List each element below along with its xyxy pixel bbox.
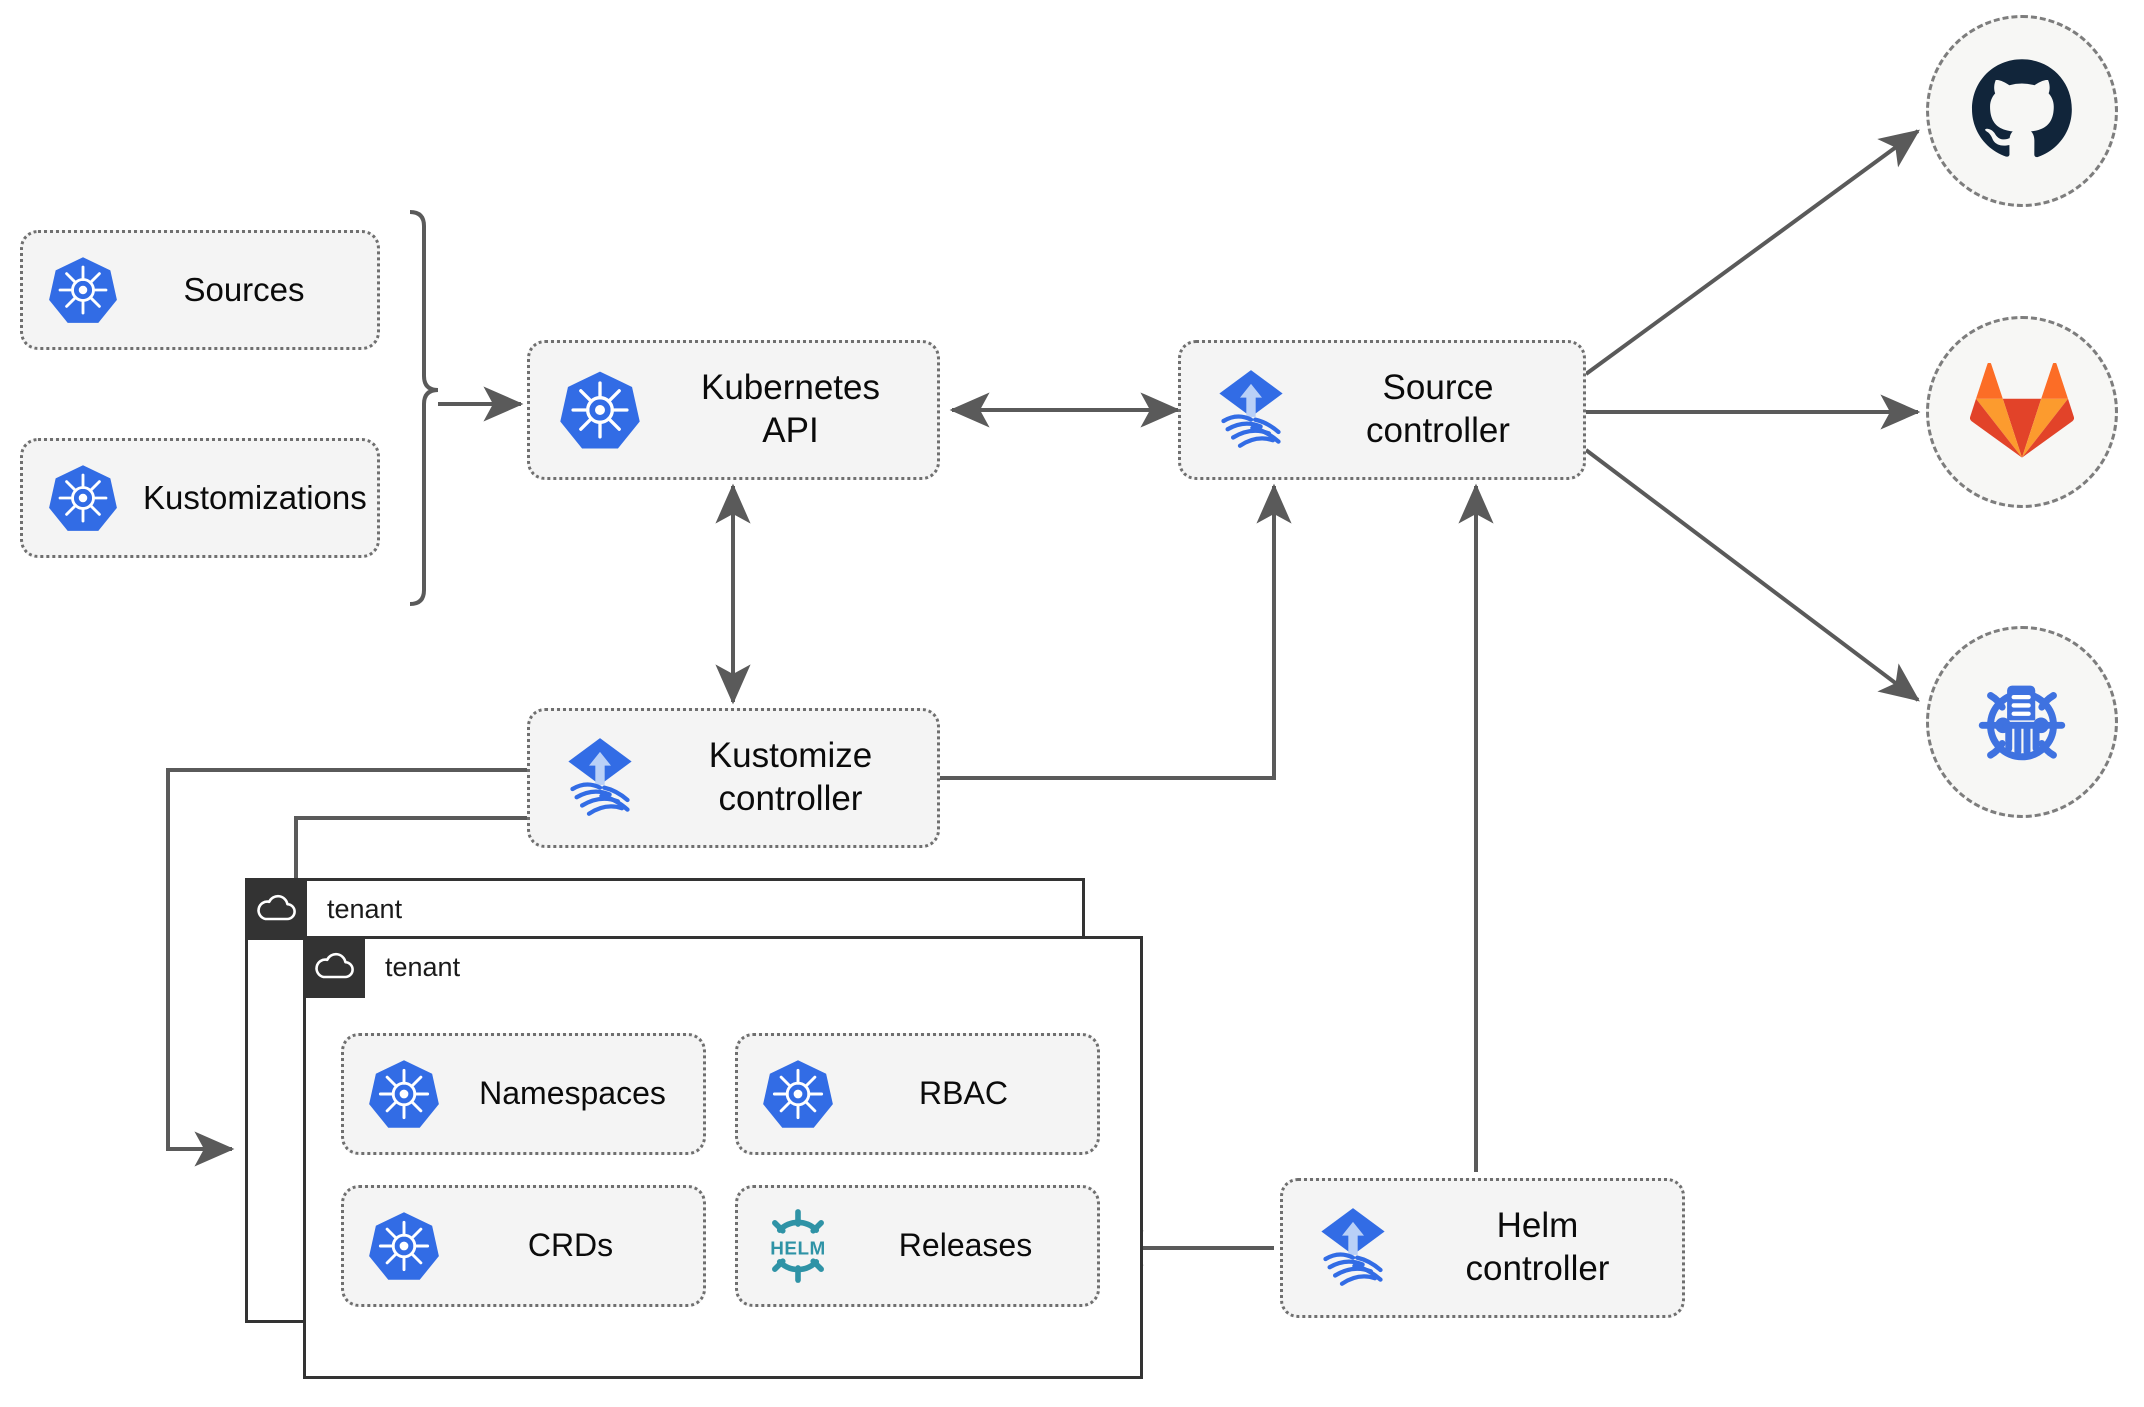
node-crds[interactable]: CRDs — [341, 1185, 706, 1307]
kubernetes-icon — [23, 255, 143, 325]
github-icon — [1972, 59, 2072, 158]
kubernetes-icon — [738, 1058, 858, 1130]
endpoint-github[interactable] — [1926, 15, 2118, 207]
node-releases[interactable]: HELM Releases — [735, 1185, 1100, 1307]
cloud-icon — [245, 878, 307, 940]
kubernetes-icon — [344, 1210, 464, 1282]
node-kustomize-controller[interactable]: Kustomize controller — [527, 708, 940, 848]
group-brace — [409, 210, 439, 606]
kubernetes-icon — [344, 1058, 464, 1130]
tenant-container-front[interactable]: tenant — [303, 936, 1143, 1379]
node-label: Kustomizations — [143, 478, 367, 516]
tenant-header-back: tenant — [245, 878, 402, 940]
kubernetes-icon — [23, 463, 143, 533]
svg-text:HELM: HELM — [770, 1239, 825, 1260]
endpoint-helm-repository[interactable] — [1926, 626, 2118, 818]
node-label: RBAC — [919, 1075, 1008, 1112]
node-label: Source controller — [1366, 368, 1510, 450]
flux-icon — [530, 734, 670, 822]
helm-icon: HELM — [738, 1207, 858, 1285]
edge-source-ctrl-to-github — [1584, 129, 1920, 376]
flux-icon — [1181, 366, 1321, 454]
gitlab-icon — [1970, 363, 2074, 458]
node-rbac[interactable]: RBAC — [735, 1033, 1100, 1155]
endpoint-gitlab[interactable] — [1926, 316, 2118, 508]
tenant-header-front: tenant — [303, 936, 460, 998]
edge-source-ctrl-to-bucket — [1584, 448, 1920, 702]
edge-kustomize-ctrl-to-source-ctrl — [940, 483, 1292, 780]
cloud-icon — [303, 936, 365, 998]
node-kubernetes-api[interactable]: Kubernetes API — [527, 340, 940, 480]
node-kustomizations[interactable]: Kustomizations — [20, 438, 380, 558]
kubernetes-icon — [530, 369, 670, 451]
flux-icon — [1283, 1204, 1423, 1292]
node-namespaces[interactable]: Namespaces — [341, 1033, 706, 1155]
node-label: Kubernetes API — [700, 368, 881, 450]
node-label: Helm controller — [1465, 1206, 1610, 1288]
helm-repository-icon — [1978, 685, 2066, 761]
node-label: Namespaces — [479, 1075, 666, 1112]
node-label: CRDs — [527, 1227, 614, 1264]
node-label: Releases — [898, 1227, 1033, 1264]
node-source-controller[interactable]: Source controller — [1178, 340, 1586, 480]
node-sources[interactable]: Sources — [20, 230, 380, 350]
node-label: Sources — [183, 270, 305, 308]
tenant-label: tenant — [327, 893, 403, 924]
tenant-label: tenant — [385, 951, 461, 982]
node-label: Kustomize controller — [708, 736, 873, 818]
edge-kustomize-ctrl-to-tenant-back — [166, 768, 527, 1167]
node-helm-controller[interactable]: Helm controller — [1280, 1178, 1685, 1318]
